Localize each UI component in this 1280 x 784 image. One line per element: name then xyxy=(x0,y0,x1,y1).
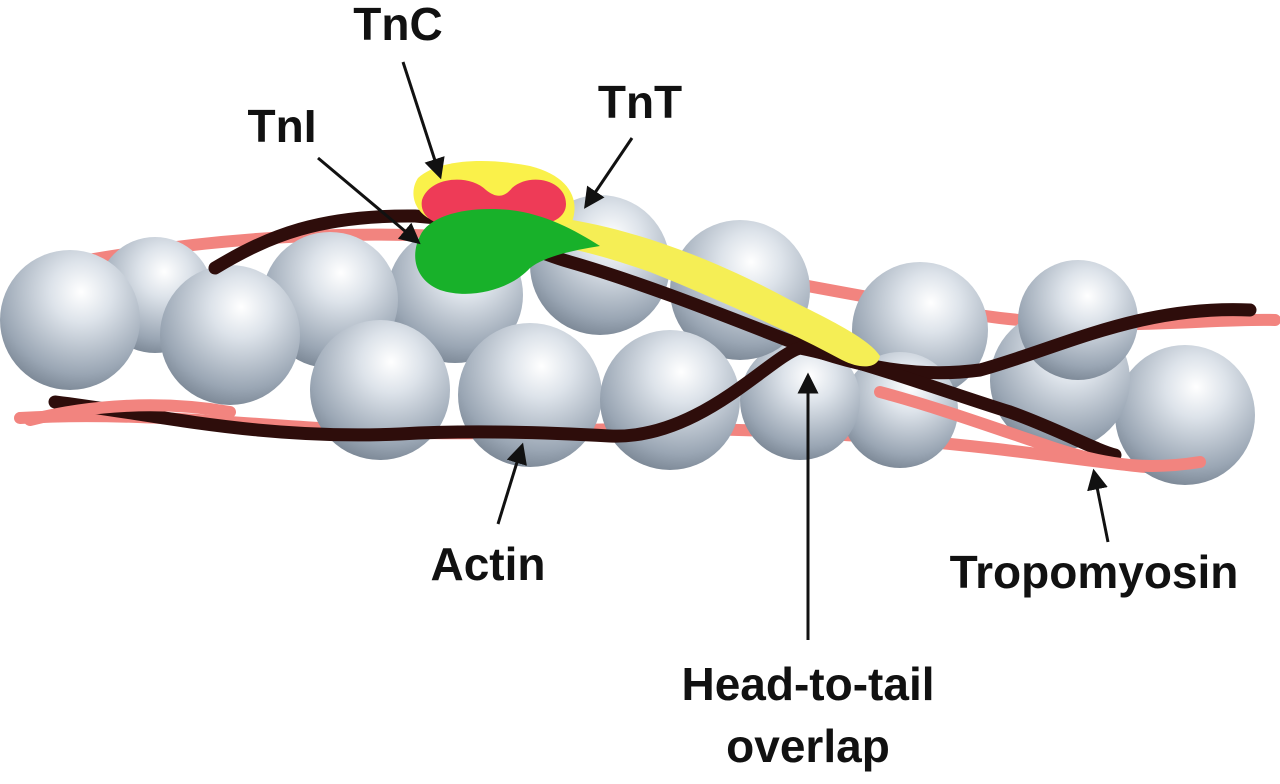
tni-shape xyxy=(415,209,600,294)
labels: TnC TnI TnT Actin Tropomyosin Head-to-ta… xyxy=(248,0,1239,772)
pointer-arrows xyxy=(317,61,1110,640)
tni-arrow xyxy=(317,156,421,245)
tnc-arrow xyxy=(401,61,445,180)
actin-monomer xyxy=(310,320,450,460)
tropomyosin-arrow xyxy=(1087,468,1110,543)
tropomyosin-pink-strand-front-left xyxy=(24,399,236,426)
overlap-label-line1: Head-to-tail xyxy=(682,658,935,710)
tnt-arrow xyxy=(584,137,634,209)
tropomyosin-dark-strand-lower xyxy=(48,341,1122,462)
tni-label: TnI xyxy=(248,100,317,152)
tropomyosin-pink-strand-front xyxy=(874,386,1206,472)
tropomyosin-dark-strand-upper xyxy=(208,209,1257,380)
tropomyosin-front xyxy=(24,209,1257,472)
actin-label: Actin xyxy=(431,538,546,590)
troponin-complex xyxy=(413,161,880,367)
actin-arrow xyxy=(496,442,527,525)
tropomyosin-label: Tropomyosin xyxy=(950,546,1239,598)
tnc-label: TnC xyxy=(353,0,442,50)
overlap-label-line2: overlap xyxy=(726,720,890,772)
tnt-shape xyxy=(555,218,880,367)
tnt-label: TnT xyxy=(598,76,682,128)
actin-monomer xyxy=(160,265,300,405)
actin-monomer xyxy=(458,323,602,467)
actin-monomer xyxy=(0,250,140,390)
actin-monomer xyxy=(1115,345,1255,485)
